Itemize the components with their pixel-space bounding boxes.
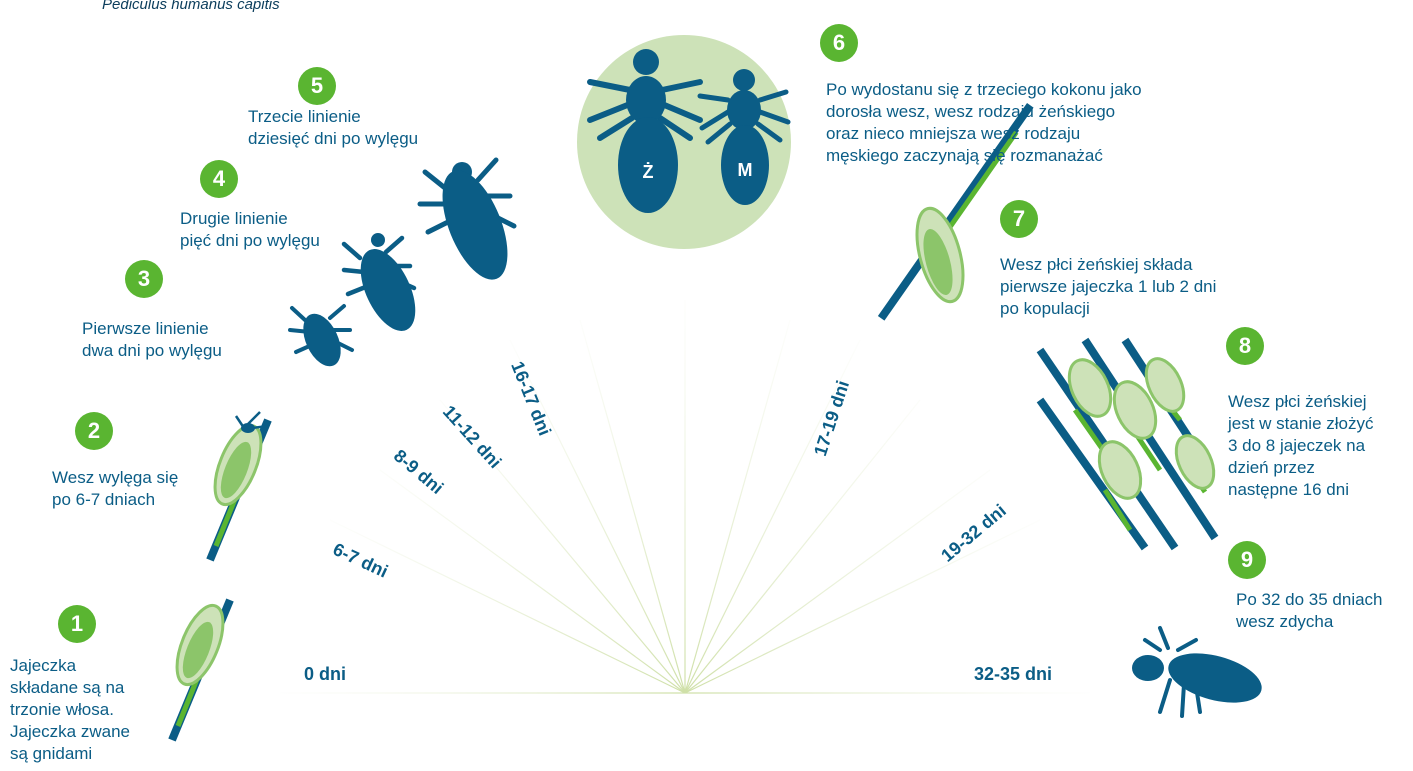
text-line: Po 32 do 35 dniach bbox=[1236, 589, 1383, 611]
step-4-number: 4 bbox=[200, 160, 238, 198]
third-nymph-icon bbox=[420, 160, 521, 289]
step-5-number: 5 bbox=[298, 67, 336, 105]
step-1-number: 1 bbox=[58, 605, 96, 643]
text-line: Drugie linienie bbox=[180, 208, 320, 230]
timeline-rays bbox=[280, 300, 1090, 693]
text-line: wesz zdycha bbox=[1236, 611, 1383, 633]
text-line: Po wydostanu się z trzeciego kokonu jako bbox=[826, 79, 1142, 101]
text-line: pięć dni po wylęgu bbox=[180, 230, 320, 252]
egg-on-hair-icon bbox=[168, 599, 233, 740]
hatching-egg-icon bbox=[206, 412, 271, 560]
text-line: dorosła wesz, wesz rodzaju żeńskiego bbox=[826, 101, 1142, 123]
text-line: jest w stanie złożyć bbox=[1228, 413, 1374, 435]
step-9-text: Po 32 do 35 dniach wesz zdycha bbox=[1236, 589, 1383, 633]
step-3-number: 3 bbox=[125, 260, 163, 298]
step-4-text: Drugie linienie pięć dni po wylęgu bbox=[180, 208, 320, 252]
text-line: Wesz płci żeńskiej składa bbox=[1000, 254, 1216, 276]
step-8-number: 8 bbox=[1226, 327, 1264, 365]
text-line: pierwsze jajeczka 1 lub 2 dni bbox=[1000, 276, 1216, 298]
step-3-text: Pierwsze linienie dwa dni po wylęgu bbox=[82, 318, 222, 362]
step-1-text: Jajeczka składane są na trzonie włosa. J… bbox=[10, 655, 130, 765]
text-line: 3 do 8 jajeczek na bbox=[1228, 435, 1374, 457]
male-label: M bbox=[738, 160, 753, 180]
text-line: składane są na bbox=[10, 677, 130, 699]
text-line: dziesięć dni po wylęgu bbox=[248, 128, 418, 150]
text-line: Wesz wylęga się bbox=[52, 467, 178, 489]
text-line: dwa dni po wylęgu bbox=[82, 340, 222, 362]
step-7-number: 7 bbox=[1000, 200, 1038, 238]
day-label-0: 0 dni bbox=[304, 664, 346, 685]
step-8-text: Wesz płci żeńskiej jest w stanie złożyć … bbox=[1228, 391, 1374, 501]
female-label: Ż bbox=[643, 162, 654, 182]
text-line: następne 16 dni bbox=[1228, 479, 1374, 501]
step-5-text: Trzecie linienie dziesięć dni po wylęgu bbox=[248, 106, 418, 150]
dead-louse-icon bbox=[1132, 628, 1267, 716]
text-line: dzień przez bbox=[1228, 457, 1374, 479]
step-6-number: 6 bbox=[820, 24, 858, 62]
second-nymph-icon bbox=[344, 233, 427, 339]
step-7-text: Wesz płci żeńskiej składa pierwsze jajec… bbox=[1000, 254, 1216, 320]
text-line: Wesz płci żeńskiej bbox=[1228, 391, 1374, 413]
egg-cluster-icon bbox=[1040, 340, 1221, 548]
text-line: po kopulacji bbox=[1000, 298, 1216, 320]
text-line: Trzecie linienie bbox=[248, 106, 418, 128]
laid-egg-shell bbox=[908, 203, 971, 306]
text-line: oraz nieco mniejsza wesz rodzaju bbox=[826, 123, 1142, 145]
text-line: męskiego zaczynają się rozmanażać bbox=[826, 145, 1142, 167]
text-line: Pierwsze linienie bbox=[82, 318, 222, 340]
text-line: po 6-7 dniach bbox=[52, 489, 178, 511]
species-subtitle: Pediculus humanus capitis bbox=[102, 0, 280, 13]
day-label-32-35: 32-35 dni bbox=[974, 664, 1052, 685]
text-line: Jajeczka bbox=[10, 655, 130, 677]
text-line: trzonie włosa. bbox=[10, 699, 130, 721]
step-9-number: 9 bbox=[1228, 541, 1266, 579]
text-line: są gnidami bbox=[10, 743, 130, 765]
text-line: Jajeczka zwane bbox=[10, 721, 130, 743]
step-6-text: Po wydostanu się z trzeciego kokonu jako… bbox=[826, 79, 1142, 167]
first-nymph-icon bbox=[290, 306, 352, 372]
step-2-number: 2 bbox=[75, 412, 113, 450]
step-2-text: Wesz wylęga się po 6-7 dniach bbox=[52, 467, 178, 511]
